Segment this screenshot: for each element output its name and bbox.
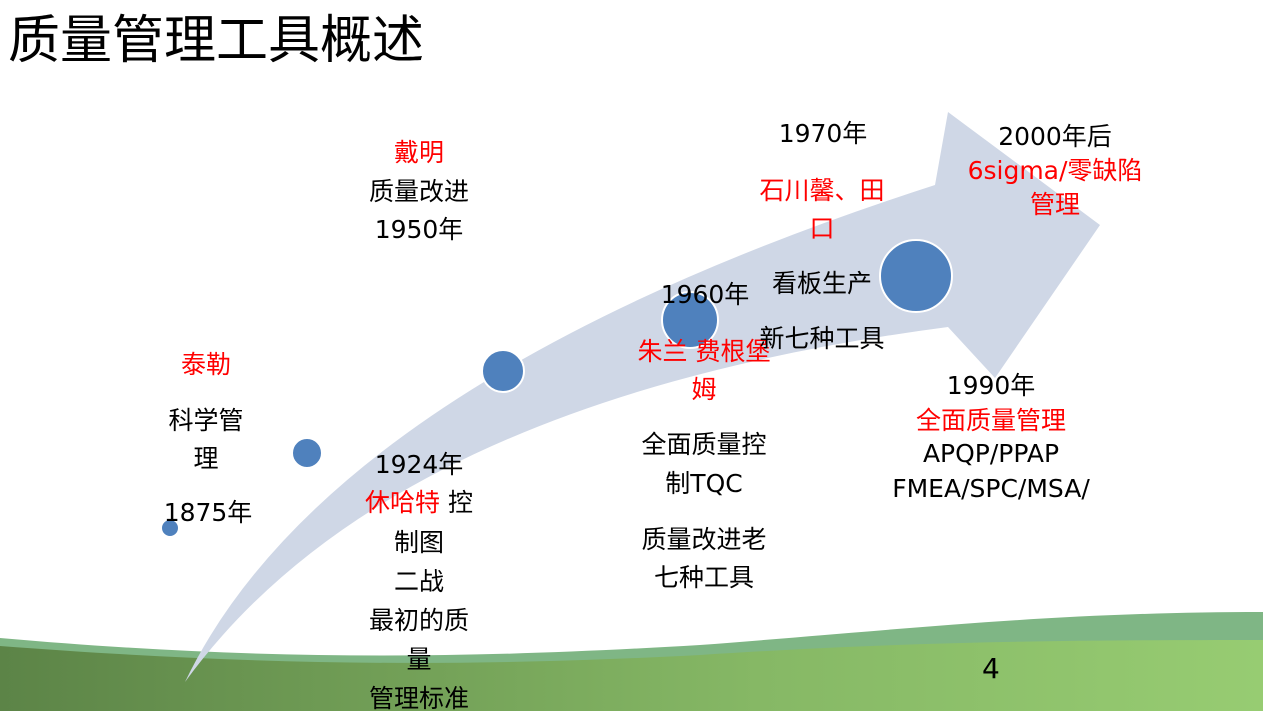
ishikawa-topic-2: 新七种工具 xyxy=(759,324,885,353)
tqm-name: 全面质量管理 xyxy=(915,406,1067,435)
deming-year: 1950年 xyxy=(374,215,464,244)
ishikawa-topic-1: 看板生产 xyxy=(771,269,873,298)
deming-topic: 质量改进 xyxy=(368,177,470,206)
juran-year: 1960年 xyxy=(660,280,750,309)
shewhart-text: 控 xyxy=(447,488,473,517)
tqm-tools-1: APQP/PPAP xyxy=(922,439,1060,468)
milestone-dot-1970 xyxy=(879,239,953,313)
shewhart-text: 量 xyxy=(406,645,432,674)
taylor-year: 1875年 xyxy=(163,498,253,527)
shewhart-text: 制图 xyxy=(393,528,445,557)
taylor-topic-1: 科学管 xyxy=(168,406,244,435)
ishikawa-name-2: 口 xyxy=(809,214,835,243)
six-sigma-name-2: 管理 xyxy=(1029,190,1081,219)
ishikawa-name-1: 石川馨、田 xyxy=(759,176,885,205)
shewhart-text: 二战 xyxy=(393,567,445,596)
shewhart-text: 最初的质 xyxy=(368,606,470,635)
milestone-dot-1924 xyxy=(291,437,323,469)
shewhart-name: 休哈特 xyxy=(365,488,441,517)
juran-topic-4: 七种工具 xyxy=(653,563,755,592)
juran-name-1: 朱兰 费根堡 xyxy=(637,337,771,366)
green-hill-front xyxy=(0,640,1263,711)
shewhart-year: 1924年 xyxy=(374,450,464,479)
juran-topic-3: 质量改进老 xyxy=(641,525,767,554)
six-sigma-name-1: 6sigma/零缺陷 xyxy=(967,156,1143,185)
page-number: 4 xyxy=(982,652,1000,685)
juran-name-2: 姆 xyxy=(691,375,717,404)
taylor-topic-2: 理 xyxy=(193,444,219,473)
juran-topic-2: 制TQC xyxy=(665,469,743,498)
timeline-arrow xyxy=(185,112,1100,682)
juran-topic-1: 全面质量控 xyxy=(641,430,767,459)
page-title: 质量管理工具概述 xyxy=(8,11,425,71)
shewhart-text: 管理标准 xyxy=(368,684,470,713)
taylor-name: 泰勒 xyxy=(180,350,232,379)
tqm-tools-2: FMEA/SPC/MSA/ xyxy=(892,474,1090,503)
tqm-year: 1990年 xyxy=(946,371,1036,400)
milestone-dot-1950 xyxy=(481,349,525,393)
milestone-dot-1875 xyxy=(160,518,180,538)
six-sigma-year: 2000年后 xyxy=(998,122,1112,151)
shewhart-line: 休哈特 控 xyxy=(365,484,473,522)
ishikawa-year: 1970年 xyxy=(778,119,868,148)
milestone-dot-1960 xyxy=(661,291,719,349)
deming-name: 戴明 xyxy=(393,138,445,167)
